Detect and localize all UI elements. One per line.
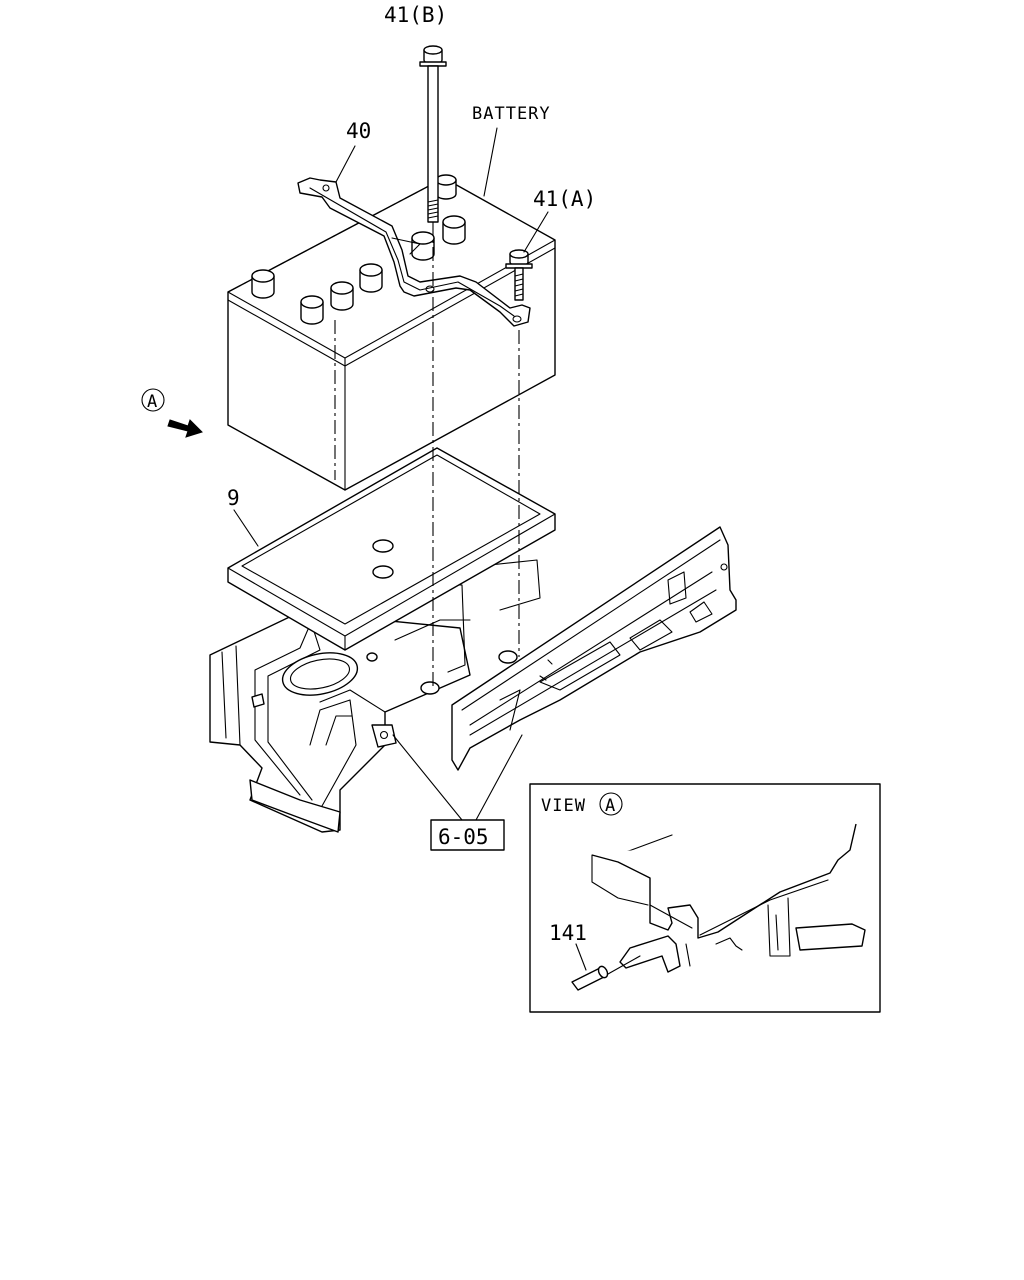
reference-box: 6-05: [430, 819, 505, 851]
label-41a: 41(A): [533, 187, 596, 211]
direction-marker-letter: A: [147, 392, 157, 412]
side-frame-rail: [451, 526, 737, 771]
label-40: 40: [346, 119, 371, 143]
pin-141: [571, 965, 609, 991]
battery-carrier-frame: [209, 559, 541, 833]
hold-down-bracket: [297, 177, 531, 327]
battery-tray: [227, 447, 556, 651]
label-141: 141: [549, 921, 587, 945]
arrow-icon: [167, 419, 203, 438]
view-title: VIEW: [541, 796, 586, 816]
label-battery: BATTERY: [472, 104, 551, 124]
view-marker-letter: A: [605, 796, 615, 816]
view-direction-marker: A: [141, 388, 203, 438]
reference-box-label: 6-05: [438, 825, 489, 849]
battery: [227, 174, 556, 491]
view-a-inset: VIEW A 141: [529, 783, 881, 1013]
label-9: 9: [227, 486, 240, 510]
label-41b: 41(B): [384, 3, 447, 27]
bolt-41b: [419, 45, 447, 688]
leader-lines: [233, 127, 549, 821]
